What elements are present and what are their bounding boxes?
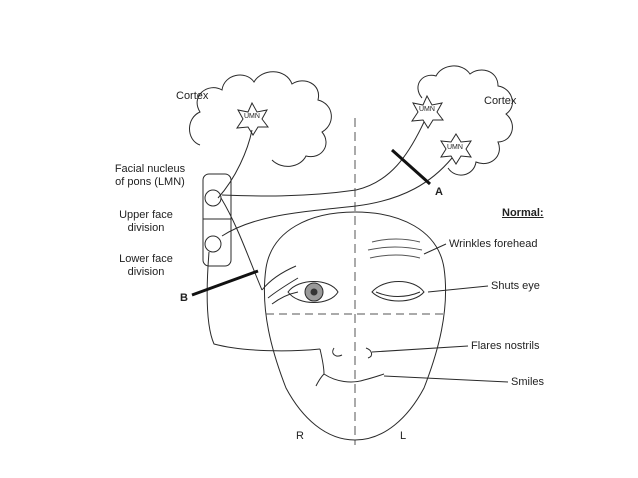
cortex-right-label: Cortex — [484, 95, 517, 107]
upper-face-line1: Upper face — [119, 209, 173, 221]
umn-right-lower-neuron — [440, 133, 472, 165]
lmn-upper-fibre — [220, 197, 263, 291]
right-eye-outline — [287, 281, 339, 303]
umn-right-lower-fibre — [221, 157, 453, 237]
facial-nerve-branch-3 — [271, 291, 299, 305]
umn-right-upper-fibre — [221, 121, 425, 197]
pointer-shuts-eye — [427, 285, 489, 293]
wrinkles-forehead-label: Wrinkles forehead — [449, 238, 538, 250]
umn-left-fibre — [217, 129, 253, 199]
nose-left-nostril — [365, 347, 373, 359]
facial-nucleus-line1: Facial nucleus — [114, 163, 186, 175]
normal-heading: Normal: — [502, 207, 544, 219]
shuts-eye-label: Shuts eye — [491, 280, 540, 292]
pointer-smiles — [383, 375, 509, 383]
lesion-b-bar — [191, 269, 259, 297]
pointer-wrinkles — [423, 243, 447, 255]
facial-nucleus-box — [202, 173, 232, 267]
umn-right-lower-label: UMN — [447, 144, 463, 151]
forehead-wrinkle-3 — [369, 254, 421, 259]
smiles-label: Smiles — [511, 376, 545, 388]
mouth-droop-right — [315, 373, 325, 387]
facial-nucleus-label: Facial nucleus of pons (LMN) — [100, 163, 200, 189]
lesion-b-label: B — [180, 292, 188, 304]
upper-face-line2: division — [127, 222, 165, 234]
facial-nerve-branch-2 — [267, 277, 299, 299]
forehead-wrinkle-2 — [367, 246, 423, 251]
umn-left-neuron — [236, 101, 269, 136]
face-outline — [263, 211, 447, 441]
nose-right-nostril — [332, 347, 343, 357]
left-eye-outline — [371, 281, 425, 302]
umn-right-upper-neuron — [411, 94, 444, 129]
lower-face-division-cell — [204, 235, 222, 253]
cortex-left-label: Cortex — [176, 90, 209, 102]
left-cortex-outline — [189, 71, 332, 167]
lmn-mouth-branches — [319, 348, 325, 375]
left-eye-lid — [375, 291, 421, 297]
side-right-label: R — [296, 430, 304, 442]
lower-face-division-label: Lower face division — [100, 253, 192, 279]
side-left-label: L — [400, 430, 407, 442]
umn-left-label: UMN — [244, 113, 260, 120]
pointer-flares — [371, 345, 469, 353]
right-cortex-outline — [417, 65, 513, 176]
lesion-a-bar — [390, 148, 432, 186]
upper-face-division-label: Upper face division — [100, 209, 192, 235]
lmn-lower-fibre — [206, 251, 321, 352]
right-eye-pupil — [310, 288, 318, 296]
facial-nerve-branch-1 — [261, 265, 297, 291]
mouth — [323, 373, 385, 383]
facial-nucleus-line2: of pons (LMN) — [115, 176, 185, 188]
lesion-a-label: A — [435, 186, 443, 198]
lower-face-line1: Lower face — [119, 253, 173, 265]
forehead-wrinkle-1 — [371, 238, 421, 243]
flares-nostrils-label: Flares nostrils — [471, 340, 540, 352]
lower-face-line2: division — [127, 266, 165, 278]
umn-right-upper-label: UMN — [419, 106, 435, 113]
